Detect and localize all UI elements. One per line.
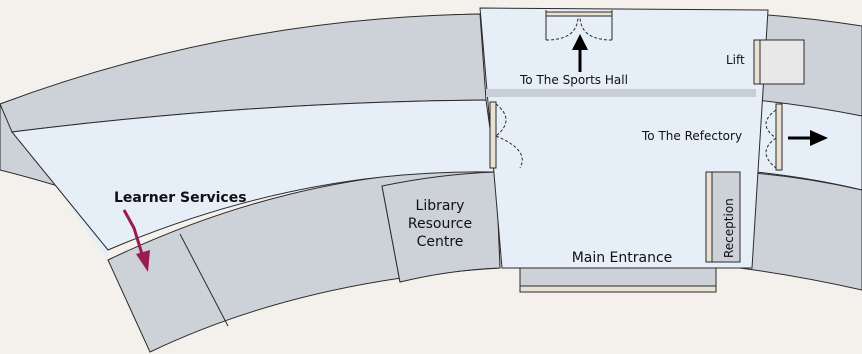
arrow-right-icon [788,130,828,146]
refectory-door[interactable] [775,103,783,171]
door-swing [765,109,777,139]
right-wing-lower [739,171,862,291]
left-corridor-door[interactable] [489,101,497,169]
door-swing [495,135,523,169]
library-label-line1: Library [416,198,465,214]
library-resource-centre-room [381,171,501,283]
reception-desk-edge [705,171,713,263]
main-entrance-threshold [519,285,717,293]
room-divider [179,233,229,327]
lift-door [753,39,761,85]
refectory-label: To The Refectory [641,129,742,143]
reception-label: Reception [722,198,736,258]
main-entrance-label: Main Entrance [572,250,673,266]
central-hall [479,7,769,269]
arrow-up-icon [572,34,588,72]
door-swing [545,15,579,41]
sports-hall-door[interactable] [545,11,613,17]
hall-divider-band [486,89,756,97]
lift-box[interactable] [755,39,805,85]
lift-label: Lift [726,53,745,67]
bent-arrow-down-icon [122,209,150,272]
library-label-line2: Resource [408,216,472,232]
learner-services-label: Learner Services [114,190,247,206]
door-swing [579,15,613,41]
sports-hall-label: To The Sports Hall [519,73,628,87]
library-label-line3: Centre [417,234,464,250]
door-swing [495,103,507,137]
